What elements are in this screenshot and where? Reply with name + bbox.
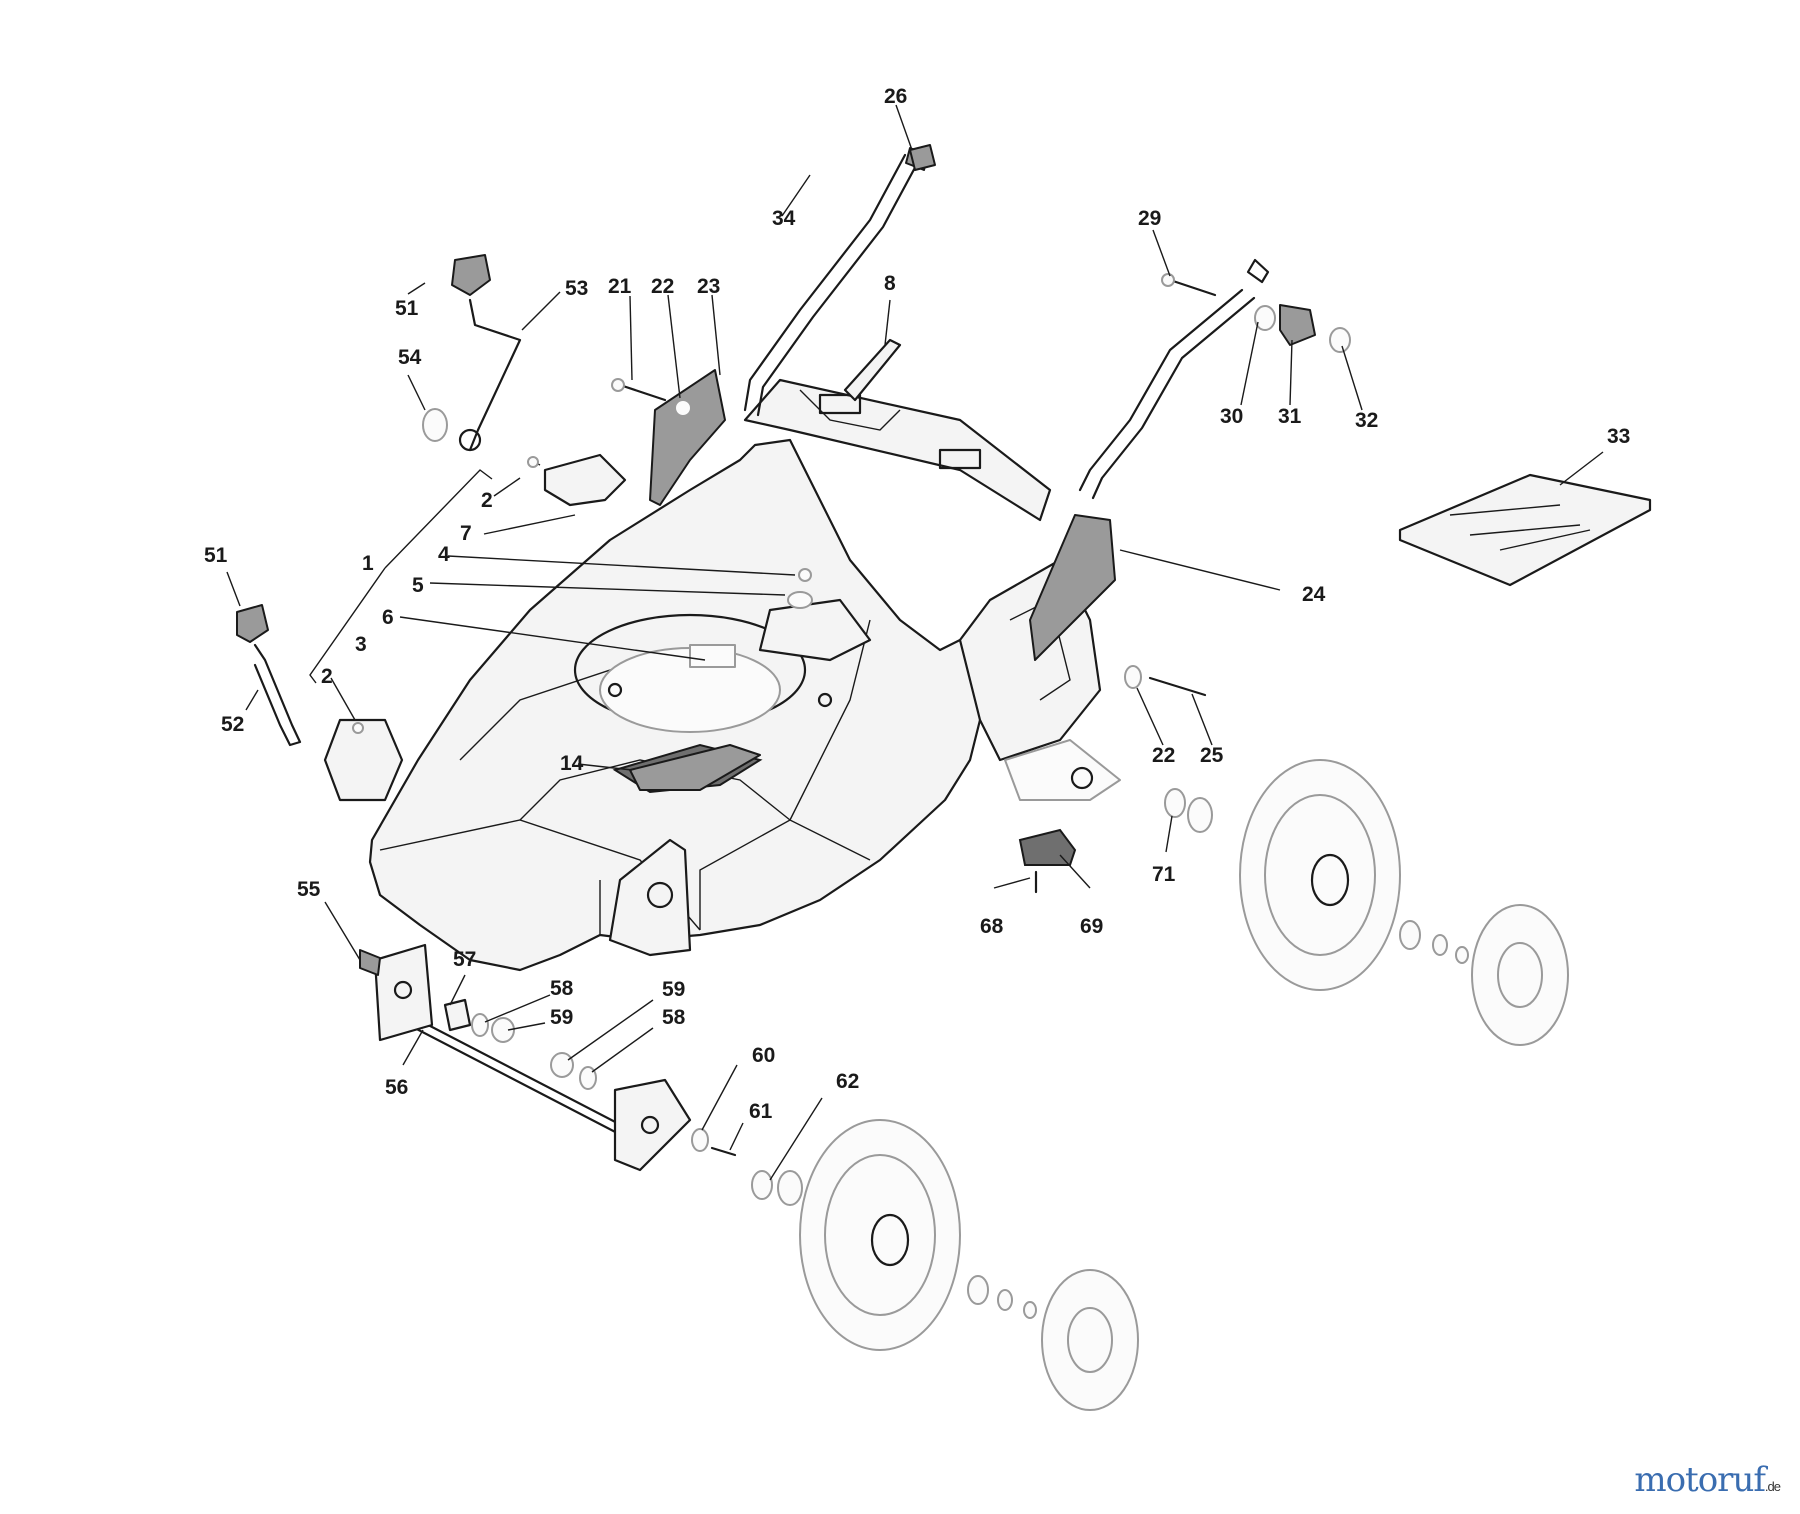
rear-wheel-assembly <box>1004 739 1569 1046</box>
callout-58-right: 58 <box>662 1006 686 1029</box>
watermark-text: motoruf <box>1634 1460 1766 1500</box>
callout-59-left: 59 <box>550 1006 573 1029</box>
callout-labels: 1 2 2 3 4 5 6 7 8 14 21 22 23 22 24 25 2… <box>204 85 1630 1123</box>
callout-23: 23 <box>697 275 720 298</box>
callout-69: 69 <box>1080 915 1103 938</box>
leader-lines <box>226 104 1604 1181</box>
callout-58-left: 58 <box>550 977 574 1000</box>
motoruf-watermark: motoruf.de <box>1634 1460 1781 1500</box>
watermark-suffix: .de <box>1764 1479 1781 1494</box>
callout-52: 52 <box>221 713 244 736</box>
callout-60: 60 <box>752 1044 775 1067</box>
handle-right-tube <box>1078 258 1270 500</box>
callout-22-lower: 22 <box>1152 744 1175 767</box>
handle-left-tube <box>743 147 929 417</box>
callout-32: 32 <box>1355 409 1378 432</box>
callout-68: 68 <box>980 915 1004 938</box>
callout-31: 31 <box>1278 405 1302 428</box>
callout-61: 61 <box>749 1100 773 1123</box>
front-wheel-assembly <box>777 1119 1139 1411</box>
callout-55: 55 <box>297 878 321 901</box>
callout-53: 53 <box>565 277 588 300</box>
callout-2-lower: 2 <box>321 665 333 688</box>
callout-5: 5 <box>412 574 424 597</box>
handle-bracket-right <box>1029 514 1116 661</box>
callout-33: 33 <box>1607 425 1630 448</box>
handle-bracket-left <box>649 369 726 506</box>
callout-4: 4 <box>438 543 450 566</box>
callout-62: 62 <box>836 1070 859 1093</box>
callout-59-right: 59 <box>662 978 685 1001</box>
callout-2-upper: 2 <box>481 489 493 512</box>
callout-34: 34 <box>772 207 796 230</box>
callout-30: 30 <box>1220 405 1243 428</box>
callout-51-upper: 51 <box>395 297 419 320</box>
callout-21: 21 <box>608 275 632 298</box>
callout-1: 1 <box>362 552 374 575</box>
callout-71: 71 <box>1152 863 1176 886</box>
callout-56: 56 <box>385 1076 408 1099</box>
callout-25: 25 <box>1200 744 1224 767</box>
callout-29: 29 <box>1138 207 1161 230</box>
callout-8: 8 <box>884 272 896 295</box>
callout-6: 6 <box>382 606 394 629</box>
callout-7: 7 <box>460 522 472 545</box>
callout-57: 57 <box>453 948 476 971</box>
callout-24: 24 <box>1302 583 1326 606</box>
callout-3: 3 <box>355 633 367 656</box>
callout-54: 54 <box>398 346 422 369</box>
callout-14: 14 <box>560 752 584 775</box>
front-axle <box>373 943 692 1172</box>
mower-deck <box>368 378 1102 972</box>
small-parts <box>236 144 1652 1200</box>
callout-26: 26 <box>884 85 907 108</box>
callout-22-upper: 22 <box>651 275 674 298</box>
callout-51-lower: 51 <box>204 544 228 567</box>
